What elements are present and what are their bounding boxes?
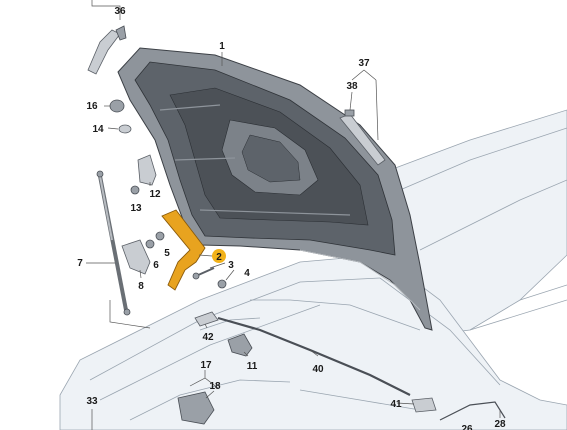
part-2-hood-hinge: [161, 209, 206, 291]
part-5-nut: [155, 231, 165, 241]
part-13-nut: [130, 185, 140, 195]
callout-42: 42: [202, 332, 214, 343]
callout-11: 11: [247, 361, 258, 372]
callout-40: 40: [312, 364, 324, 375]
callout-17: 17: [200, 360, 212, 371]
callout-37: 37: [358, 58, 370, 69]
callout-41: 41: [390, 399, 402, 410]
callout-16: 16: [86, 101, 98, 112]
part-8-bracket: [121, 239, 151, 275]
part-42-bracket: [194, 311, 219, 327]
callout-5: 5: [164, 248, 170, 259]
callout-36: 36: [114, 6, 126, 17]
part-11-bracket: [227, 333, 253, 357]
car-body: [59, 109, 567, 430]
callout-labels: 1 36 37 38 16 14 12 13 7 8 6 5 2 3 4 42 …: [77, 6, 506, 430]
callout-26: 26: [461, 424, 473, 430]
callout-4: 4: [244, 268, 250, 279]
leader-lines: [86, 0, 501, 430]
callout-13: 13: [130, 203, 142, 214]
callout-2-highlight: [212, 249, 226, 263]
callout-7: 7: [77, 258, 83, 269]
callout-14: 14: [92, 124, 104, 135]
callout-18: 18: [209, 381, 221, 392]
callout-12: 12: [149, 189, 161, 200]
callout-33: 33: [86, 396, 98, 407]
part-16-buffer: [109, 99, 125, 113]
part-18-lock: [177, 391, 215, 425]
part-14-clip: [118, 124, 132, 134]
part-7-gas-strut: [96, 170, 131, 316]
hood-panel: [117, 47, 433, 331]
part-41-buffer: [411, 397, 437, 413]
callout-2: 2: [216, 252, 222, 263]
part-4-nut: [217, 279, 227, 289]
callout-28: 28: [494, 419, 506, 430]
callout-1: 1: [219, 41, 225, 52]
part-38-seal-strip: [339, 109, 386, 166]
callout-3: 3: [228, 260, 234, 271]
part-3-bolt: [192, 267, 215, 280]
part-6-nut: [145, 239, 155, 249]
callout-8: 8: [138, 281, 144, 292]
part-36-seal-strip: [87, 25, 127, 75]
part-12-bracket: [137, 154, 157, 186]
callout-38: 38: [346, 81, 358, 92]
callout-6: 6: [153, 260, 159, 271]
